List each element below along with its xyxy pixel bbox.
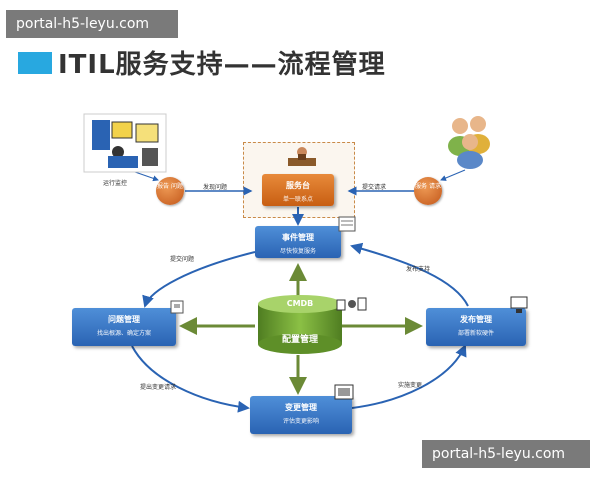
left-circle-label: 报告 问题 (157, 183, 183, 190)
service-desk-title: 服务台 (286, 181, 310, 190)
arrow-release-to-incident (350, 242, 469, 307)
operations-monitor-illustration (83, 113, 167, 173)
change-title: 变更管理 (285, 403, 317, 412)
incident-sub: 尽快恢复服务 (279, 248, 316, 255)
title-accent-bar (18, 52, 52, 74)
problem-document-icon (170, 300, 184, 314)
release-management-box: 发布管理 部署新软硬件 (426, 308, 526, 346)
release-computer-icon (510, 296, 528, 313)
cmdb-cylinder (258, 295, 342, 354)
problem-sub: 找出根源、确定方案 (96, 330, 151, 337)
change-document-icon (334, 384, 354, 400)
problem-management-box: 问题管理 找出根源、确定方案 (72, 308, 176, 346)
arrow-monitor-to-left-circle (134, 171, 159, 182)
incident-title: 事件管理 (282, 233, 314, 242)
report-problem-circle: 报告 问题 (156, 177, 184, 205)
release-sub: 部署新软硬件 (457, 330, 494, 337)
cmdb-top-label: CMDB (286, 299, 314, 308)
arrow-incident-to-problem (142, 251, 256, 308)
release-title: 发布管理 (460, 315, 492, 324)
cmdb-config-icons (336, 297, 367, 311)
service-request-circle: 服务 请求 (414, 177, 442, 205)
service-desk-box: 服务台 单一联系点 (262, 174, 334, 206)
arrow-users-to-right-circle (440, 169, 466, 181)
incident-document-icon (338, 216, 356, 232)
left-arrow-label: 发现问题 (203, 184, 228, 191)
watermark-bottom: portal-h5-leyu.com (422, 440, 590, 468)
cmdb-label: 配置管理 (281, 335, 318, 345)
incident-management-box: 事件管理 尽快恢复服务 (255, 226, 341, 258)
users-illustration (448, 116, 490, 169)
arrow-problem-to-change (131, 345, 250, 413)
page-title: ITIL服务支持——流程管理 (58, 50, 386, 80)
submit-change-label: 提出变更请求 (140, 384, 177, 391)
service-desk-sub: 单一联系点 (282, 196, 313, 203)
release-change-label: 实施变更 (398, 382, 423, 389)
change-sub: 评估变更影响 (282, 418, 319, 425)
right-circle-label: 服务 请求 (415, 183, 441, 190)
change-management-box: 变更管理 评估变更影响 (250, 396, 352, 434)
release-support-label: 发布支持 (406, 266, 431, 273)
submit-problem-label: 提交问题 (170, 256, 195, 263)
right-arrow-label: 提交请求 (362, 184, 387, 191)
watermark-top: portal-h5-leyu.com (6, 10, 178, 38)
arrow-change-to-release (351, 344, 467, 409)
service-desk-illustration (288, 147, 316, 166)
ops-monitor-label: 运行监控 (103, 180, 128, 187)
problem-title: 问题管理 (108, 315, 140, 324)
